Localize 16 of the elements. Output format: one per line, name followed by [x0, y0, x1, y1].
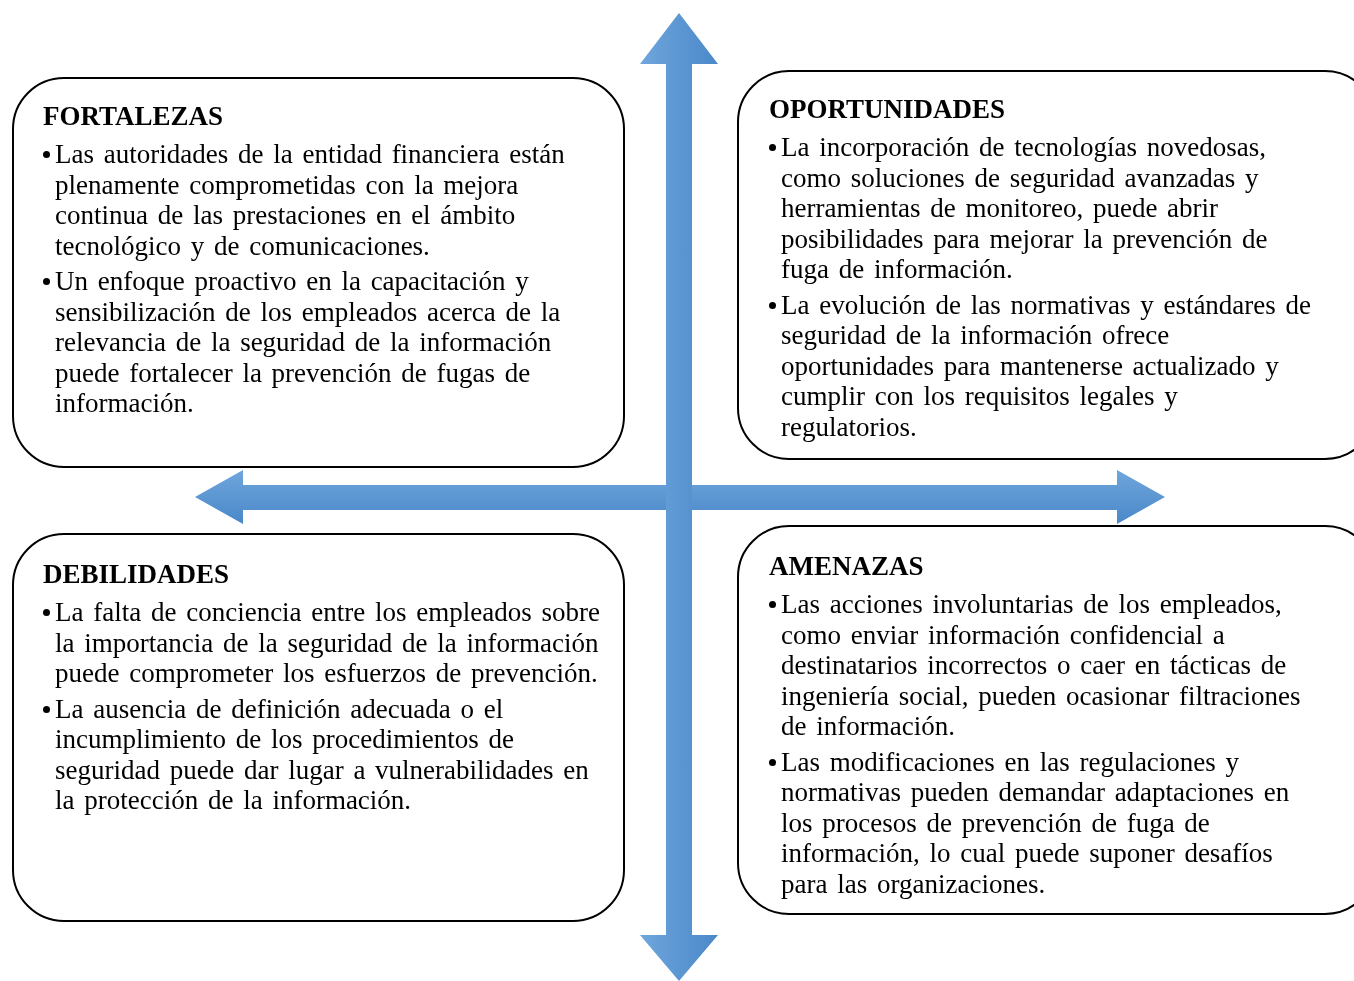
quadrant-heading: AMENAZAS: [769, 551, 925, 581]
bullet-text: La incorporación de tecnologías novedosas, como soluciones de seguridad avanzadas y herramientas de monitoreo, puede abrir posibilidades para mejorar la prevención de fuga de información.: [781, 132, 1269, 285]
quadrant-heading: FORTALEZAS: [43, 101, 225, 131]
quadrant-box: [12, 533, 625, 922]
quadrant-box: [737, 70, 1354, 460]
bullet-text: La evolución de las normativas y estándares de seguridad de la información ofrece oportunidades para mantenerse actualizado y cumplir con los requisitos legales y regulatorios.: [781, 289, 1313, 442]
quadrant-box: [12, 77, 625, 468]
quadrant-box: [737, 525, 1354, 915]
quadrant-heading: OPORTUNIDADES: [769, 94, 1007, 124]
bullet-text: Las autoridades de la entidad financiera están plenamente comprometidas con la mejora continua de las prestaciones en el ámbito tecnológico y de comunicaciones.: [55, 139, 566, 261]
quadrant-heading: DEBILIDADES: [43, 559, 231, 589]
bullet-text: Las modificaciones en las regulaciones y normativas pueden demandar adaptaciones en los procesos de prevención de fuga de información, lo cual puede suponer desafíos para las organizaciones.: [781, 746, 1291, 899]
bullet-text: La ausencia de definición adecuada o el incumplimiento de los procedimientos de seguridad puede dar lugar a vulnerabilidades en la protección de la información.: [55, 693, 590, 816]
bullet-text: Un enfoque proactivo en la capacitación y sensibilización de los empleados acerca de la relevancia de la seguridad de la información puede fortalecer la prevención de fugas de información.: [55, 266, 562, 419]
bullet-text: Las acciones involuntarias de los empleados, como enviar información confidencial a destinatarios incorrectos o caer en tácticas de ingeniería social, pueden ocasionar filtraciones de información.: [781, 589, 1302, 742]
bullet-text: La falta de conciencia entre los empleados sobre la importancia de la seguridad de la información puede comprometer los esfuerzos de prevención.: [55, 597, 601, 689]
